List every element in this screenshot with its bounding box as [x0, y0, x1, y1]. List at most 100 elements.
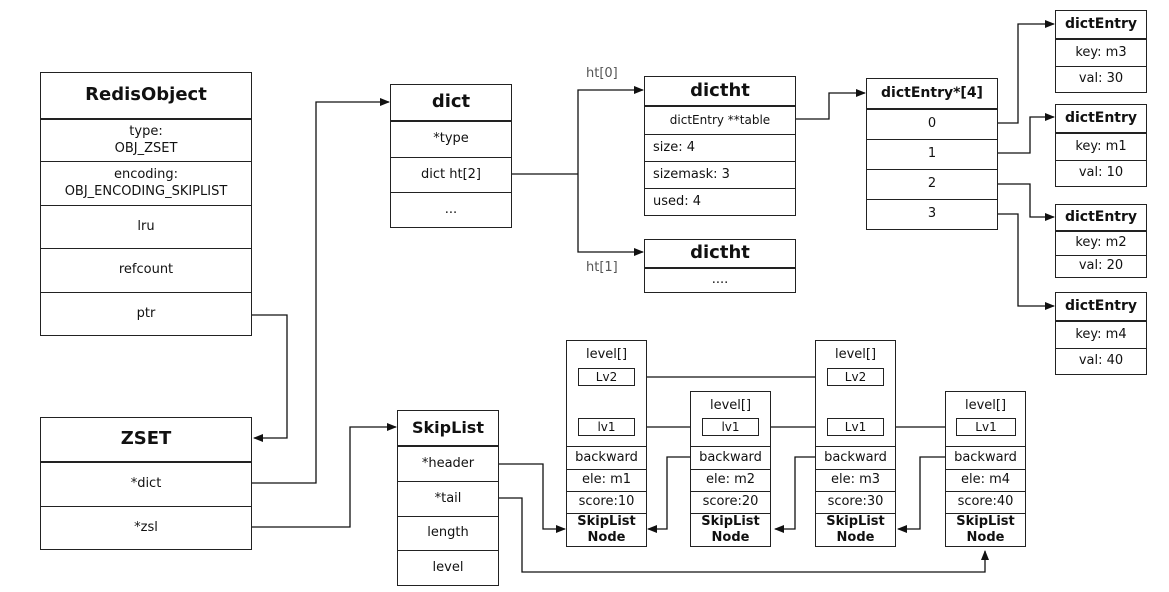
dict-entry-val: val: 10 [1056, 160, 1146, 186]
node-lv1-pointer: lv1 [578, 418, 635, 436]
table-to-array-arrow [795, 89, 866, 120]
dictht0-sizemask-field: sizemask: 3 [645, 161, 795, 188]
node-backward-field: backward [575, 449, 638, 465]
dictht1-title: dictht [645, 240, 795, 268]
skiplist-level-field: level [398, 550, 498, 585]
dict-entry-title: dictEntry [1056, 293, 1146, 321]
dict-entry-key: key: m4 [1056, 321, 1146, 348]
node-name: SkipList Node [946, 513, 1025, 546]
encoding-label: encoding: [113, 167, 179, 183]
dict-entry-key: key: m3 [1056, 39, 1146, 66]
dict-entry-m1: dictEntry key: m1 val: 10 [1055, 104, 1147, 187]
dict-entry-title: dictEntry [1056, 105, 1146, 133]
type-value: OBJ_ZSET [114, 140, 178, 156]
node-fields: backward ele: m4 score:40 SkipList Node [945, 446, 1026, 547]
slot0-to-entry-m3-arrow [997, 20, 1055, 124]
ptr-to-zset-arrow [251, 314, 288, 442]
redis-object-type-field: type: OBJ_ZSET [41, 119, 251, 161]
node-ele-field: ele: m3 [816, 469, 895, 491]
dict-title: dict [391, 85, 511, 121]
node-backward-field: backward [699, 449, 762, 465]
dictht0-struct: dictht dictEntry **table size: 4 sizemas… [644, 76, 796, 216]
node-score-field: score:10 [567, 491, 646, 513]
array-slot-1: 1 [867, 139, 997, 169]
zset-zsl-field: *zsl [41, 506, 251, 549]
array-slot-2: 2 [867, 169, 997, 199]
zset-struct: ZSET *dict *zsl [40, 417, 252, 550]
node-score-field: score:30 [816, 491, 895, 513]
redis-object-encoding-field: encoding: OBJ_ENCODING_SKIPLIST [41, 161, 251, 205]
node-name: SkipList Node [691, 513, 770, 546]
array-slot-3: 3 [867, 199, 997, 229]
zset-dict-field: *dict [41, 462, 251, 506]
node3-backward-to-node2-arrow [774, 456, 815, 533]
dict-entry-title: dictEntry [1056, 205, 1146, 231]
slot2-to-entry-m2-arrow [997, 183, 1055, 221]
node-lv1-pointer: Lv1 [956, 418, 1016, 436]
dict-struct: dict *type dict ht[2] ... [390, 84, 512, 228]
node4-backward-to-node3-arrow [897, 456, 945, 533]
dictht1-more-field: .... [645, 268, 795, 292]
zset-zsl-to-skiplist-arrow [251, 423, 397, 528]
zset-dict-to-dict-arrow [251, 98, 390, 484]
skiplist-header-field: *header [398, 446, 498, 481]
node-level-label: level[] [709, 398, 752, 413]
dict-entry-array-title: dictEntry*[4] [867, 79, 997, 109]
node-backward-field: backward [824, 449, 887, 465]
node-fields: backward ele: m1 score:10 SkipList Node [566, 446, 647, 547]
slot3-to-entry-m4-arrow [997, 213, 1055, 310]
dict-entry-m2: dictEntry key: m2 val: 20 [1055, 204, 1147, 278]
dict-entry-array: dictEntry*[4] 0 1 2 3 [866, 78, 998, 230]
dictht0-title: dictht [645, 77, 795, 106]
dict-more-field: ... [391, 192, 511, 227]
node-score-field: score:20 [691, 491, 770, 513]
dict-entry-title: dictEntry [1056, 11, 1146, 39]
node-name: SkipList Node [567, 513, 646, 546]
node-ele-field: ele: m2 [691, 469, 770, 491]
node-level-label: level[] [964, 398, 1007, 413]
node-fields: backward ele: m3 score:30 SkipList Node [815, 446, 896, 547]
ht0-label: ht[0] [586, 66, 618, 81]
node-ele-field: ele: m1 [567, 469, 646, 491]
ht0-arrow [577, 86, 644, 174]
skiplist-struct: SkipList *header *tail length level [397, 410, 499, 586]
ht1-arrow [577, 174, 644, 256]
redis-object-lru-field: lru [41, 205, 251, 248]
slot1-to-entry-m1-arrow [997, 113, 1055, 154]
node2-backward-to-node1-arrow [647, 456, 690, 533]
node-backward-field: backward [954, 449, 1017, 465]
node-lv2-pointer: Lv2 [827, 368, 884, 386]
dictht0-table-field: dictEntry **table [645, 106, 795, 134]
redis-object-title: RedisObject [41, 73, 251, 119]
dict-entry-val: val: 30 [1056, 66, 1146, 92]
skiplist-title: SkipList [398, 411, 498, 446]
node-fields: backward ele: m2 score:20 SkipList Node [690, 446, 771, 547]
dict-type-field: *type [391, 121, 511, 157]
dictht1-struct: dictht .... [644, 239, 796, 293]
encoding-value: OBJ_ENCODING_SKIPLIST [64, 183, 228, 199]
dict-entry-val: val: 40 [1056, 348, 1146, 374]
node-name: SkipList Node [816, 513, 895, 546]
redis-object-refcount-field: refcount [41, 248, 251, 292]
dict-entry-m3: dictEntry key: m3 val: 30 [1055, 10, 1147, 93]
dictht0-used-field: used: 4 [645, 188, 795, 215]
node-lv1-pointer: Lv1 [827, 418, 884, 436]
header-to-node1-arrow [498, 463, 566, 533]
node-level-label: level[] [585, 347, 628, 362]
array-slot-0: 0 [867, 109, 997, 139]
ht1-label: ht[1] [586, 260, 618, 275]
node-ele-field: ele: m4 [946, 469, 1025, 491]
dict-entry-key: key: m1 [1056, 133, 1146, 160]
skiplist-tail-field: *tail [398, 481, 498, 516]
dict-entry-key: key: m2 [1056, 231, 1146, 255]
dictht0-size-field: size: 4 [645, 134, 795, 161]
tail-to-node4-arrow [498, 497, 989, 573]
node-level-label: level[] [834, 347, 877, 362]
node-lv1-pointer: lv1 [702, 418, 759, 436]
node-score-field: score:40 [946, 491, 1025, 513]
redis-object-struct: RedisObject type: OBJ_ZSET encoding: OBJ… [40, 72, 252, 336]
type-label: type: [129, 124, 163, 140]
skiplist-length-field: length [398, 516, 498, 550]
zset-title: ZSET [41, 418, 251, 462]
